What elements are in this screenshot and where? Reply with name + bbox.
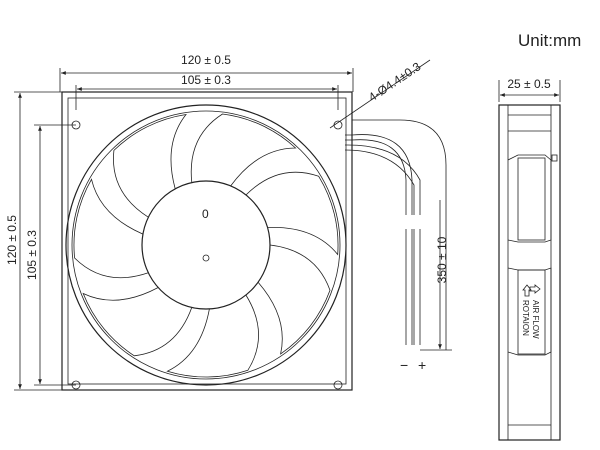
- fan-blade: [82, 287, 193, 357]
- fan-blade: [190, 113, 297, 187]
- hub-mark: 0: [202, 207, 209, 221]
- rotation-arrow-icon: [529, 284, 541, 294]
- airflow-label: AIR FLOW: [531, 300, 540, 339]
- fan-blade: [257, 244, 331, 355]
- minus-label: −: [400, 357, 408, 373]
- depth-dim: 25 ± 0.5: [507, 77, 551, 91]
- lead-wires: [344, 119, 452, 351]
- fan-blade: [113, 113, 187, 218]
- lead-length-dim: 350 ± 10: [435, 236, 449, 283]
- fan-blade: [166, 294, 259, 378]
- side-view: [498, 80, 561, 441]
- width-holes-dim: 105 ± 0.3: [181, 73, 231, 87]
- airflow-arrow-icon: [522, 284, 532, 297]
- fan-blade: [73, 178, 149, 279]
- plus-label: +: [418, 357, 426, 373]
- mounting-hole: [333, 380, 343, 390]
- dimension-lines: [14, 59, 431, 391]
- height-holes-dim: 105 ± 0.3: [25, 230, 39, 280]
- rotation-label: ROTAION: [521, 300, 530, 336]
- fan-blade: [245, 171, 339, 256]
- hole-spec: 4-Ø4.4±0.3: [366, 59, 424, 104]
- width-outer-dim: 120 ± 0.5: [181, 53, 231, 67]
- hub: [141, 180, 271, 310]
- unit-label: Unit:mm: [518, 31, 581, 50]
- front-view: 0: [61, 91, 353, 391]
- height-outer-dim: 120 ± 0.5: [5, 215, 19, 265]
